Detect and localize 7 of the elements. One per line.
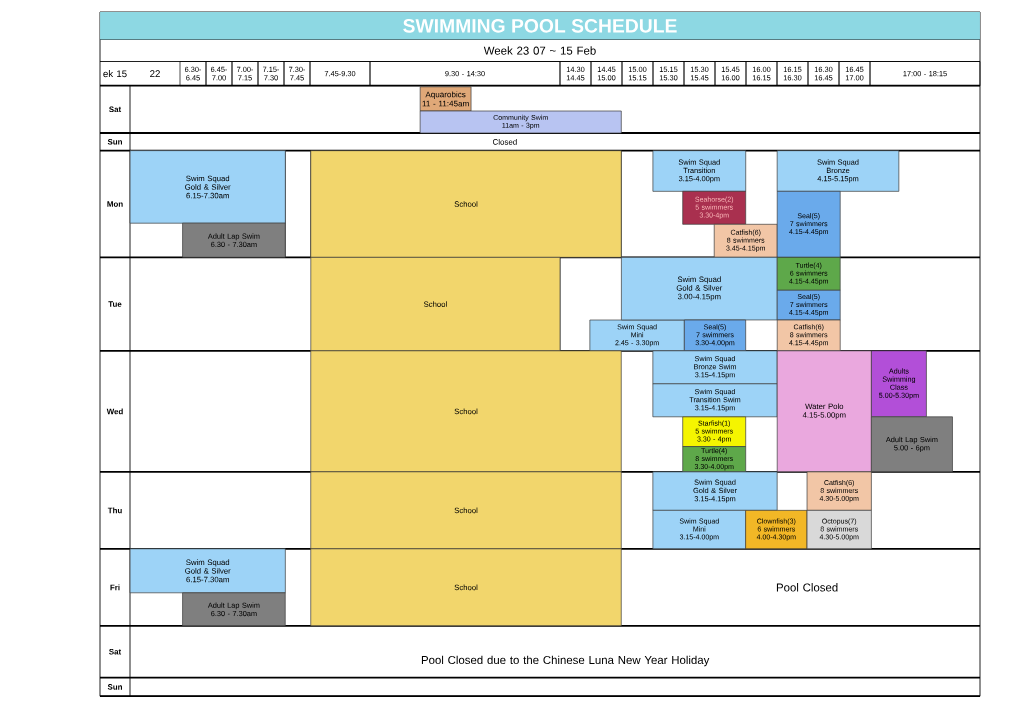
week-number: ek 15 xyxy=(103,70,127,78)
closure-note: Pool Closed due to the Chinese Luna New Year Holiday xyxy=(421,655,710,667)
title-banner: SWIMMING POOL SCHEDULE xyxy=(100,12,980,40)
closure-note: Pool Closed xyxy=(776,583,838,592)
session-block: Aquarobics 11 - 11:45am xyxy=(419,86,472,112)
week-heading: Week 23 07 ~ 15 Feb xyxy=(483,46,596,55)
week-number: 22 xyxy=(150,70,160,77)
